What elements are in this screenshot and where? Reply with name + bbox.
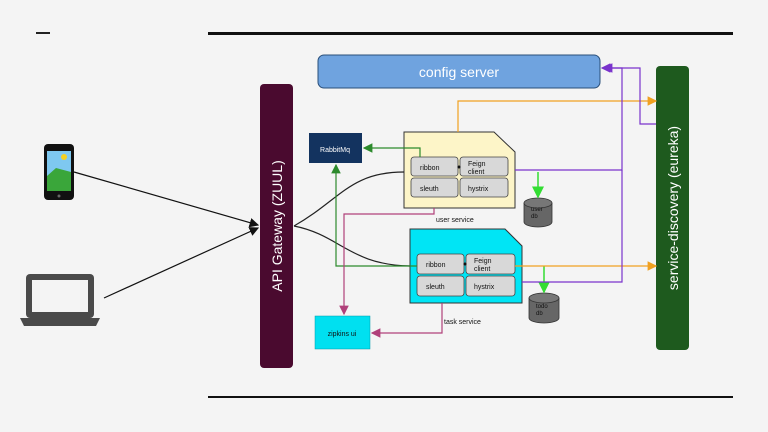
task-hystrix-module: hystrix <box>465 275 516 297</box>
task-sleuth-module: sleuth <box>416 275 465 297</box>
svg-text:hystrix: hystrix <box>474 284 495 291</box>
svg-text:ribbon: ribbon <box>420 165 440 172</box>
svg-text:sleuth: sleuth <box>426 284 445 291</box>
top-rule <box>208 32 733 35</box>
user-connector-dot <box>457 165 461 169</box>
bottom-rule <box>208 396 733 398</box>
rabbitmq-label: RabbitMq <box>320 147 350 154</box>
task-service-caption: task service <box>444 319 481 326</box>
zipkins-ui-label: zipkins ui <box>328 331 357 338</box>
user-to-zipkins-arrow <box>339 208 435 316</box>
phone-to-gateway-arrow <box>73 171 260 228</box>
config-server-label: config server <box>419 64 499 80</box>
laptop-icon <box>20 274 100 326</box>
user-ribbon-module: ribbon <box>410 156 459 177</box>
gateway-to-user-service-curve <box>293 171 405 227</box>
user-sleuth-module: sleuth <box>410 177 459 198</box>
config-server: config server <box>317 54 601 89</box>
user-hystrix-module: hystrix <box>459 177 509 198</box>
task-ribbon-module: ribbon <box>416 253 465 275</box>
task-connector-dot <box>463 262 467 266</box>
user-service-caption: user service <box>436 217 474 224</box>
task-to-rabbitmq-arrow <box>331 163 417 267</box>
svg-text:sleuth: sleuth <box>420 186 439 193</box>
api-gateway-label: API Gateway (ZUUL) <box>269 160 285 291</box>
user-to-rabbitmq-arrow <box>362 143 421 157</box>
api-gateway: API Gateway (ZUUL) <box>260 84 293 368</box>
phone-icon <box>44 144 74 200</box>
gateway-to-task-service-curve <box>293 225 411 267</box>
task-to-config-arrow <box>522 170 623 283</box>
top-left-dash <box>36 32 50 34</box>
discovery-to-config-arrow <box>602 63 656 125</box>
zipkins-ui-box: zipkins ui <box>314 315 371 350</box>
service-discovery: service-discovery (eureka) <box>656 66 689 350</box>
rabbitmq-box: RabbitMq <box>309 133 362 163</box>
laptop-to-gateway-arrow <box>103 227 260 299</box>
svg-text:hystrix: hystrix <box>468 186 489 193</box>
task-to-zipkins-arrow <box>370 303 443 338</box>
service-discovery-label: service-discovery (eureka) <box>665 126 681 290</box>
svg-text:ribbon: ribbon <box>426 262 446 269</box>
user-to-discovery-arrow <box>457 96 658 132</box>
